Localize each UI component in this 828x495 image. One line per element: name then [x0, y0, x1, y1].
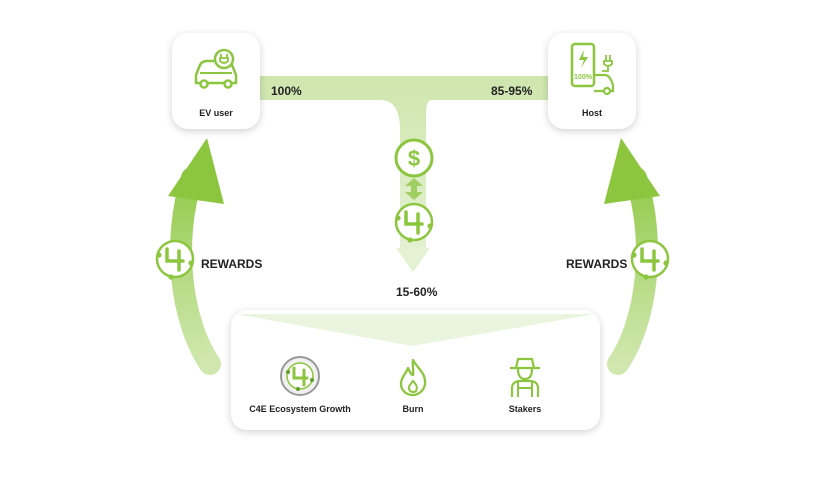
left-rewards-arrowhead	[168, 138, 224, 204]
host-label: Host	[582, 108, 602, 118]
bottom-share-label: 15-60%	[396, 285, 438, 299]
dollar-coin-icon: $	[394, 138, 434, 178]
c4e-logo-icon	[280, 356, 320, 396]
rewards-left-label: REWARDS	[201, 257, 263, 271]
farmer-icon	[510, 357, 540, 397]
ev-user-label: EV user	[199, 108, 233, 118]
left-rewards-arrow	[170, 167, 221, 375]
rewards-right-label: REWARDS	[566, 257, 628, 271]
phone-charging-icon: 100%	[570, 42, 615, 96]
ecosystem-label: C4E Ecosystem Growth	[249, 404, 351, 414]
distribution-card: C4E Ecosystem Growth Burn Stakers	[231, 310, 600, 430]
up-down-arrows-icon	[405, 178, 423, 200]
burn-label: Burn	[402, 404, 424, 414]
right-rewards-arrowhead	[604, 138, 660, 204]
ev-user-card: EV user	[172, 33, 260, 129]
host-share-label: 85-95%	[491, 84, 533, 98]
electric-car-icon	[194, 48, 238, 89]
flame-icon	[399, 358, 427, 397]
host-card: 100% Host	[548, 33, 636, 129]
stakers-label: Stakers	[508, 404, 542, 414]
svg-text:100%: 100%	[574, 74, 593, 81]
distribution-card-bg	[231, 310, 600, 430]
right-rewards-token-icon	[630, 239, 670, 280]
svg-text:$: $	[408, 146, 420, 171]
ev-user-share-label: 100%	[271, 84, 302, 98]
left-rewards-token-icon	[155, 239, 195, 280]
down-arrow-head	[396, 248, 430, 272]
c4e-token-icon	[394, 202, 434, 243]
